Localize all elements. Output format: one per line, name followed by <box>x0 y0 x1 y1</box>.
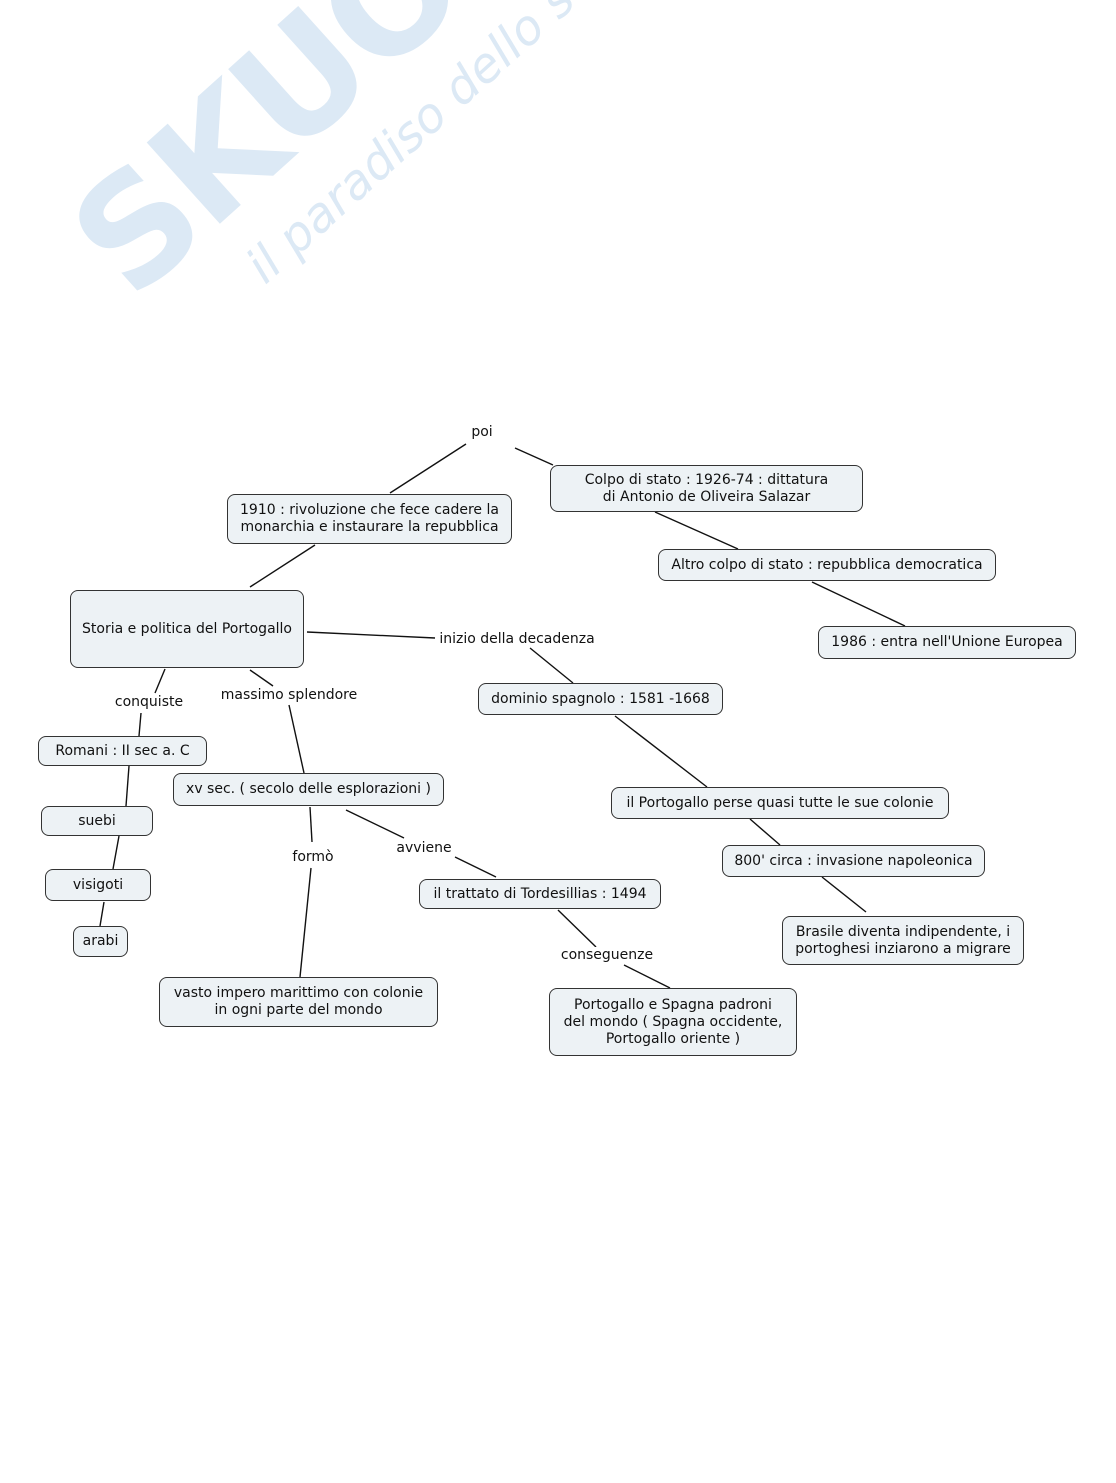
node-padroni-del-mondo[interactable]: Portogallo e Spagna padroni del mondo ( … <box>549 988 797 1056</box>
node-colpo-di-stato[interactable]: Colpo di stato : 1926-74 : dittatura di … <box>550 465 863 512</box>
connector <box>99 901 105 927</box>
connector <box>112 835 120 870</box>
connector <box>557 909 597 948</box>
node-vasto-impero[interactable]: vasto impero marittimo con colonie in og… <box>159 977 438 1027</box>
link-label-massimo-splendore: massimo splendore <box>218 687 360 703</box>
node-perse-colonie[interactable]: il Portogallo perse quasi tutte le sue c… <box>611 787 949 819</box>
connector <box>614 715 708 788</box>
connector <box>249 669 274 687</box>
node-visigoti[interactable]: visigoti <box>45 869 151 901</box>
connector <box>299 867 312 978</box>
connector <box>306 631 436 639</box>
connector <box>454 856 497 878</box>
node-altro-colpo[interactable]: Altro colpo di stato : repubblica democr… <box>658 549 996 581</box>
connector <box>654 511 739 550</box>
node-arabi[interactable]: arabi <box>73 926 128 957</box>
connector <box>529 647 574 684</box>
connector <box>154 668 166 694</box>
connector <box>249 544 316 588</box>
connector <box>309 806 313 843</box>
node-suebi[interactable]: suebi <box>41 806 153 836</box>
link-label-avviene: avviene <box>394 840 454 856</box>
connector <box>811 581 906 627</box>
connector <box>345 809 405 839</box>
connector <box>749 818 781 846</box>
node-invasione-napoleonica[interactable]: 800' circa : invasione napoleonica <box>722 845 985 877</box>
node-brasile[interactable]: Brasile diventa indipendente, i portoghe… <box>782 916 1024 965</box>
link-label-formo: formò <box>290 849 336 865</box>
node-dominio-spagnolo[interactable]: dominio spagnolo : 1581 -1668 <box>478 683 723 715</box>
node-1986[interactable]: 1986 : entra nell'Unione Europea <box>818 626 1076 659</box>
node-1910[interactable]: 1910 : rivoluzione che fece cadere la mo… <box>227 494 512 544</box>
connector <box>389 443 467 494</box>
connector <box>623 964 671 989</box>
connector <box>821 876 867 913</box>
node-storia[interactable]: Storia e politica del Portogallo <box>70 590 304 668</box>
connector <box>288 704 305 774</box>
node-romani[interactable]: Romani : II sec a. C <box>38 736 207 766</box>
node-xv-secolo[interactable]: xv sec. ( secolo delle esplorazioni ) <box>173 773 444 806</box>
connector <box>514 447 554 466</box>
link-label-conseguenze: conseguenze <box>558 947 656 963</box>
connector <box>125 765 130 807</box>
link-label-decadenza: inizio della decadenza <box>437 631 597 647</box>
link-label-poi: poi <box>469 424 495 440</box>
link-label-conquiste: conquiste <box>112 694 186 710</box>
node-trattato[interactable]: il trattato di Tordesillias : 1494 <box>419 879 661 909</box>
connector <box>138 712 142 737</box>
